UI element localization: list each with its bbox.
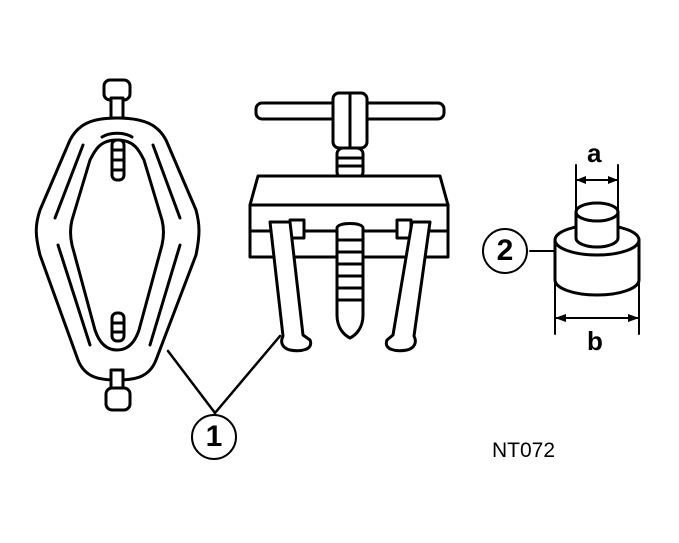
callout-1: 1 [191,414,237,460]
dimension-b-label: b [587,326,603,356]
callout-2-label: 2 [496,234,514,267]
dimension-a-label: a [587,138,602,168]
callout-2: 2 [482,228,528,274]
drift-tool [529,164,641,335]
figure-code: NT072 [492,439,556,462]
callout-1-label: 1 [205,420,223,453]
bearing-puller-ring [34,78,201,412]
callout-1-leaders [166,334,282,415]
two-jaw-puller [248,91,450,353]
